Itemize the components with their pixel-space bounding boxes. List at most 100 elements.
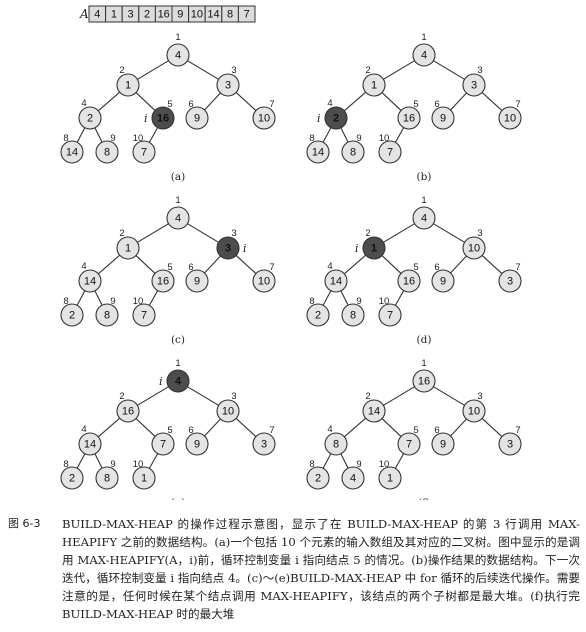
node-index: 4 bbox=[81, 98, 86, 109]
node-key: 2 bbox=[315, 473, 321, 485]
node-key: 3 bbox=[507, 276, 513, 288]
node-key: 9 bbox=[440, 439, 446, 451]
tree-node bbox=[60, 466, 84, 490]
node-index: 5 bbox=[167, 262, 172, 273]
node-key: 10 bbox=[258, 276, 270, 288]
node-index: 8 bbox=[309, 133, 314, 144]
tree-node bbox=[78, 269, 102, 293]
node-key: 9 bbox=[194, 276, 200, 288]
tree-edge bbox=[450, 92, 467, 111]
node-key: 16 bbox=[157, 113, 169, 125]
node-key: 10 bbox=[222, 406, 234, 418]
tree-node bbox=[252, 269, 276, 293]
current-node bbox=[166, 369, 190, 393]
node-key: 2 bbox=[333, 113, 339, 125]
tree-node bbox=[431, 432, 455, 456]
i-pointer-label: i bbox=[355, 242, 359, 255]
node-index: 10 bbox=[133, 296, 144, 307]
node-index: 1 bbox=[421, 195, 426, 206]
tree-node bbox=[306, 140, 330, 164]
node-index: 4 bbox=[327, 424, 332, 435]
node-index: 2 bbox=[365, 391, 370, 402]
node-key: 7 bbox=[141, 310, 147, 322]
node-key: 8 bbox=[104, 473, 110, 485]
node-index: 9 bbox=[356, 459, 361, 470]
tree-edge bbox=[394, 290, 405, 306]
array-name: A bbox=[79, 7, 89, 21]
tree-node bbox=[431, 269, 455, 293]
tree-edge bbox=[340, 127, 349, 143]
tree-node bbox=[341, 140, 365, 164]
node-index: 4 bbox=[327, 98, 332, 109]
current-node bbox=[216, 236, 240, 260]
tree-node bbox=[306, 466, 330, 490]
node-key: 7 bbox=[141, 147, 147, 159]
node-index: 6 bbox=[434, 262, 439, 273]
tree-node bbox=[132, 466, 156, 490]
tree-node bbox=[252, 106, 276, 130]
array-cell-value: 4 bbox=[94, 9, 100, 21]
tree-edge bbox=[148, 453, 159, 469]
tree-edge bbox=[383, 60, 415, 80]
tree-node bbox=[324, 269, 348, 293]
node-index: 10 bbox=[379, 296, 390, 307]
tree-node bbox=[60, 140, 84, 164]
node-key: 14 bbox=[330, 276, 342, 288]
node-key: 3 bbox=[507, 439, 513, 451]
tree-node bbox=[498, 106, 522, 130]
tree-node bbox=[95, 140, 119, 164]
node-key: 1 bbox=[141, 473, 147, 485]
node-key: 8 bbox=[333, 439, 339, 451]
node-index: 5 bbox=[167, 99, 172, 110]
node-index: 3 bbox=[477, 228, 482, 239]
node-key: 16 bbox=[157, 276, 169, 288]
node-index: 9 bbox=[356, 133, 361, 144]
panel-label: (a) bbox=[171, 171, 185, 183]
node-index: 4 bbox=[81, 424, 86, 435]
tree-node bbox=[431, 106, 455, 130]
tree-edge bbox=[135, 92, 156, 111]
node-key: 16 bbox=[403, 113, 415, 125]
node-key: 10 bbox=[468, 243, 480, 255]
node-index: 10 bbox=[133, 133, 144, 144]
tree-node bbox=[216, 399, 240, 423]
tree-edge bbox=[148, 127, 159, 143]
node-index: 3 bbox=[477, 391, 482, 402]
node-key: 8 bbox=[350, 310, 356, 322]
node-key: 4 bbox=[421, 213, 427, 225]
node-index: 10 bbox=[379, 133, 390, 144]
tree-edge bbox=[97, 254, 121, 275]
node-index: 3 bbox=[231, 65, 236, 76]
node-index: 6 bbox=[188, 425, 193, 436]
node-key: 16 bbox=[418, 376, 430, 388]
tree-edge bbox=[204, 92, 221, 111]
i-pointer-label: i bbox=[243, 242, 247, 255]
node-index: 2 bbox=[119, 391, 124, 402]
node-index: 1 bbox=[175, 358, 180, 369]
tree-node bbox=[60, 303, 84, 327]
array-cell-value: 10 bbox=[191, 9, 203, 21]
tree-edge bbox=[137, 386, 169, 406]
tree-edge bbox=[97, 91, 121, 112]
node-key: 2 bbox=[69, 473, 75, 485]
tree-edge bbox=[322, 127, 332, 143]
node-key: 1 bbox=[387, 473, 393, 485]
figure-number: 图 6-3 bbox=[8, 517, 41, 530]
tree-edge bbox=[481, 92, 503, 111]
tree-edge bbox=[235, 92, 257, 111]
tree-edge bbox=[381, 418, 402, 437]
node-index: 6 bbox=[434, 99, 439, 110]
node-key: 9 bbox=[440, 276, 446, 288]
tree-node bbox=[412, 206, 436, 230]
node-index: 2 bbox=[119, 228, 124, 239]
node-index: 10 bbox=[133, 459, 144, 470]
tree-node bbox=[324, 432, 348, 456]
node-index: 5 bbox=[413, 262, 418, 273]
array-cell-value: 14 bbox=[207, 9, 219, 21]
tree-node bbox=[166, 43, 190, 67]
node-index: 9 bbox=[110, 133, 115, 144]
